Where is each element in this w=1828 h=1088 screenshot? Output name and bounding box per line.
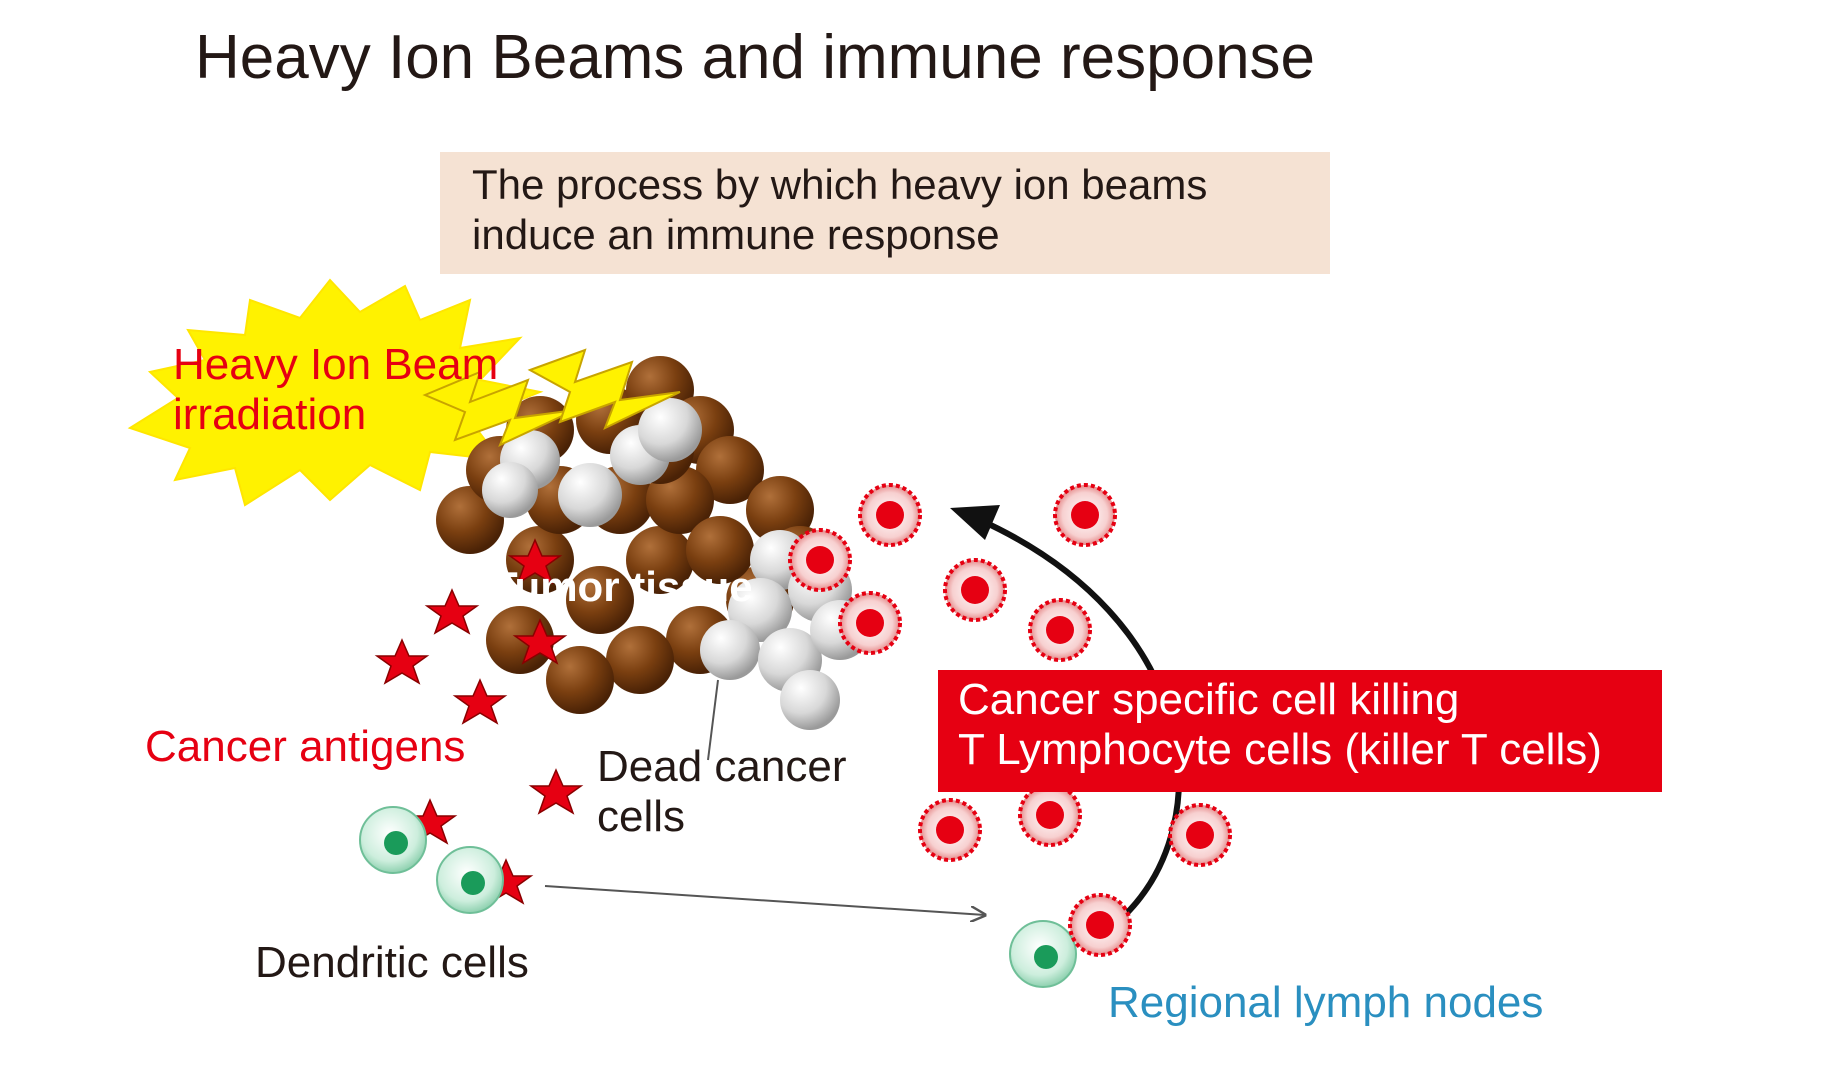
migration-arrow bbox=[544, 885, 985, 915]
subtitle: The process by which heavy ion beams ind… bbox=[472, 160, 1207, 260]
subtitle-line: induce an immune response bbox=[472, 211, 1000, 258]
killer-t-cells bbox=[788, 483, 1232, 957]
dead-label-line: cells bbox=[597, 792, 686, 841]
beam-label-line: irradiation bbox=[173, 390, 367, 439]
cancer-antigen-stars bbox=[374, 538, 584, 905]
beam-irradiation-label: Heavy Ion Beam irradiation bbox=[173, 340, 498, 440]
killer-label-line: T Lymphocyte cells (killer T cells) bbox=[958, 725, 1602, 774]
tumor-tissue-label: Tumor tissue bbox=[492, 563, 753, 610]
dendritic-cell bbox=[359, 806, 427, 874]
subtitle-line: The process by which heavy ion beams bbox=[472, 161, 1208, 208]
killer-t-cells-label: Cancer specific cell killing T Lymphocyt… bbox=[958, 675, 1602, 775]
subtitle-box bbox=[440, 152, 1330, 274]
regional-lymph-nodes-label: Regional lymph nodes bbox=[1108, 978, 1544, 1027]
lightning-bolt-icon bbox=[527, 348, 681, 430]
page-title: Heavy Ion Beams and immune response bbox=[195, 23, 1316, 92]
activation-arrowhead bbox=[950, 505, 1000, 540]
killer-label-line: Cancer specific cell killing bbox=[958, 675, 1460, 724]
dendritic-cells-label: Dendritic cells bbox=[255, 938, 529, 987]
killer-t-cells-box bbox=[938, 670, 1662, 792]
dead-cells-leader-line bbox=[707, 679, 719, 761]
dendritic-cell bbox=[1009, 920, 1077, 988]
beam-label-line: Heavy Ion Beam bbox=[173, 340, 499, 389]
dead-label-line: Dead cancer bbox=[597, 742, 847, 791]
dendritic-cell bbox=[436, 846, 504, 914]
dead-cancer-cells-label: Dead cancer cells bbox=[597, 742, 846, 842]
beam-burst-shape bbox=[127, 278, 544, 507]
cancer-antigens-label: Cancer antigens bbox=[145, 722, 466, 771]
